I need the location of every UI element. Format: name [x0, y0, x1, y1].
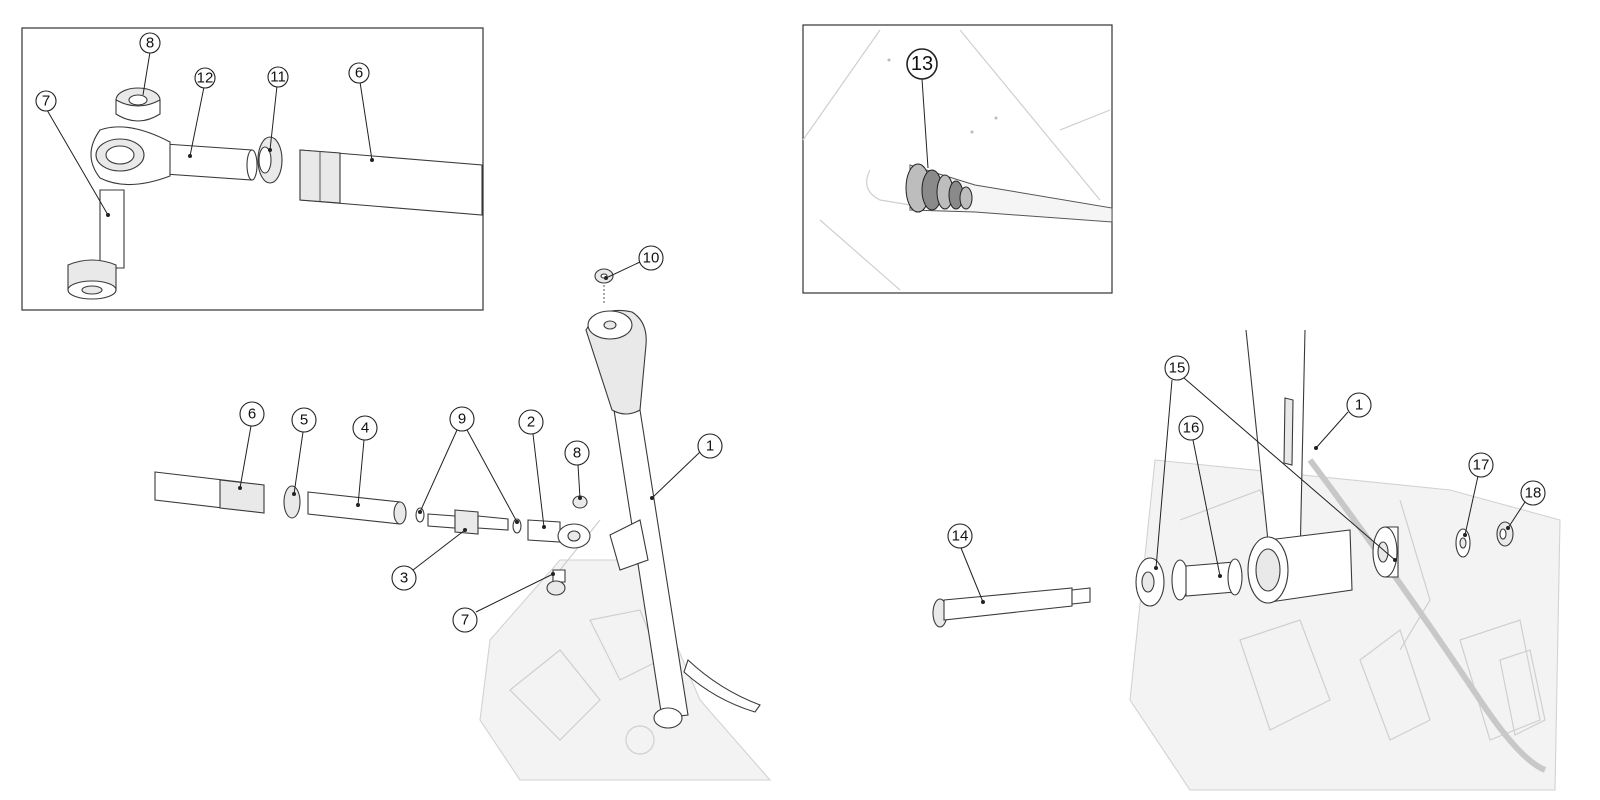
svg-text:9: 9	[458, 411, 466, 428]
callout-7: 7	[452, 607, 478, 633]
left-bracket	[609, 519, 649, 571]
svg-text:12: 12	[197, 70, 214, 87]
callout-11: 11	[267, 66, 289, 88]
left-part-9-washer-b	[512, 518, 522, 534]
callout-5: 5	[291, 407, 317, 433]
inset-part-13-boot	[905, 163, 1113, 223]
inset-part-8-nut	[115, 87, 161, 122]
svg-text:4: 4	[361, 420, 369, 437]
left-part-4-rod	[307, 491, 407, 525]
callout-8: 8	[139, 32, 161, 54]
svg-text:6: 6	[355, 65, 363, 82]
svg-text:7: 7	[42, 93, 50, 110]
left-part-3-spacer	[427, 509, 509, 535]
callout-18: 18	[1520, 480, 1546, 506]
callout-6: 6	[239, 401, 265, 427]
callout-12: 12	[194, 67, 216, 89]
svg-text:11: 11	[270, 69, 286, 86]
svg-text:10: 10	[643, 250, 660, 267]
left-part-1-lever	[585, 309, 761, 729]
left-ghost-base	[479, 519, 772, 781]
main-right-assembly: 15 1 16 14 17 18	[932, 329, 1561, 791]
main-left-assembly: 10 1 6 5 4	[154, 245, 772, 781]
callout-1: 1	[1346, 392, 1372, 418]
right-part-1-lever	[1245, 329, 1306, 561]
callout-14: 14	[947, 523, 973, 549]
svg-text:1: 1	[1355, 397, 1363, 414]
left-part-7-bolt	[546, 569, 566, 596]
callout-3: 3	[391, 565, 417, 591]
right-part-14-shaft	[932, 587, 1091, 628]
main-left-callouts: 10 1 6 5 4	[238, 245, 723, 633]
svg-text:8: 8	[573, 445, 581, 462]
svg-text:15: 15	[1169, 360, 1186, 377]
left-part-6-tube	[154, 471, 265, 514]
callout-17: 17	[1468, 452, 1494, 478]
svg-text:17: 17	[1473, 457, 1490, 474]
right-part-18-nut	[1496, 521, 1514, 547]
inset-left-callouts: 8 7 12 11 6	[35, 32, 374, 217]
svg-text:18: 18	[1525, 485, 1542, 502]
svg-text:2: 2	[527, 414, 535, 431]
callout-2: 2	[518, 409, 544, 435]
inset-rod-end-eye	[90, 126, 171, 186]
callout-9: 9	[449, 406, 475, 432]
svg-text:6: 6	[248, 406, 256, 423]
callout-16: 16	[1178, 415, 1204, 441]
svg-text:16: 16	[1183, 420, 1200, 437]
inset-part-12-shank	[164, 143, 258, 181]
right-part-16-sleeve	[1171, 558, 1243, 601]
inset-left-panel: 8 7 12 11 6	[21, 27, 484, 311]
inset-part-11-nut	[257, 136, 283, 184]
svg-text:1: 1	[706, 438, 714, 455]
inset-part-7-bolt	[67, 189, 125, 300]
callout-1: 1	[697, 433, 723, 459]
callout-15: 15	[1164, 355, 1190, 381]
svg-text:13: 13	[911, 53, 933, 75]
left-part-9-washer-a	[415, 507, 425, 523]
svg-text:5: 5	[300, 412, 308, 429]
callout-10: 10	[638, 245, 664, 271]
left-part-2-rod-end	[527, 519, 591, 549]
callout-7: 7	[35, 90, 57, 112]
svg-text:3: 3	[400, 570, 408, 587]
inset-part-6-tube	[299, 149, 483, 216]
right-ghost-base	[1129, 458, 1561, 791]
left-part-10-nut	[594, 268, 614, 305]
callout-8: 8	[564, 440, 590, 466]
svg-text:8: 8	[146, 35, 154, 52]
callout-13: 13	[906, 48, 938, 80]
right-part-15-bushing-a	[1135, 557, 1165, 607]
svg-text:14: 14	[952, 528, 969, 545]
callout-6: 6	[348, 62, 370, 84]
inset-right-panel: 13	[802, 24, 1113, 294]
right-pivot-housing	[1247, 529, 1353, 604]
callout-4: 4	[352, 415, 378, 441]
right-part-17-washer	[1455, 528, 1471, 558]
left-part-5-nut	[283, 485, 301, 519]
main-right-callouts: 15 1 16 14 17 18	[947, 355, 1546, 604]
svg-text:7: 7	[461, 612, 469, 629]
